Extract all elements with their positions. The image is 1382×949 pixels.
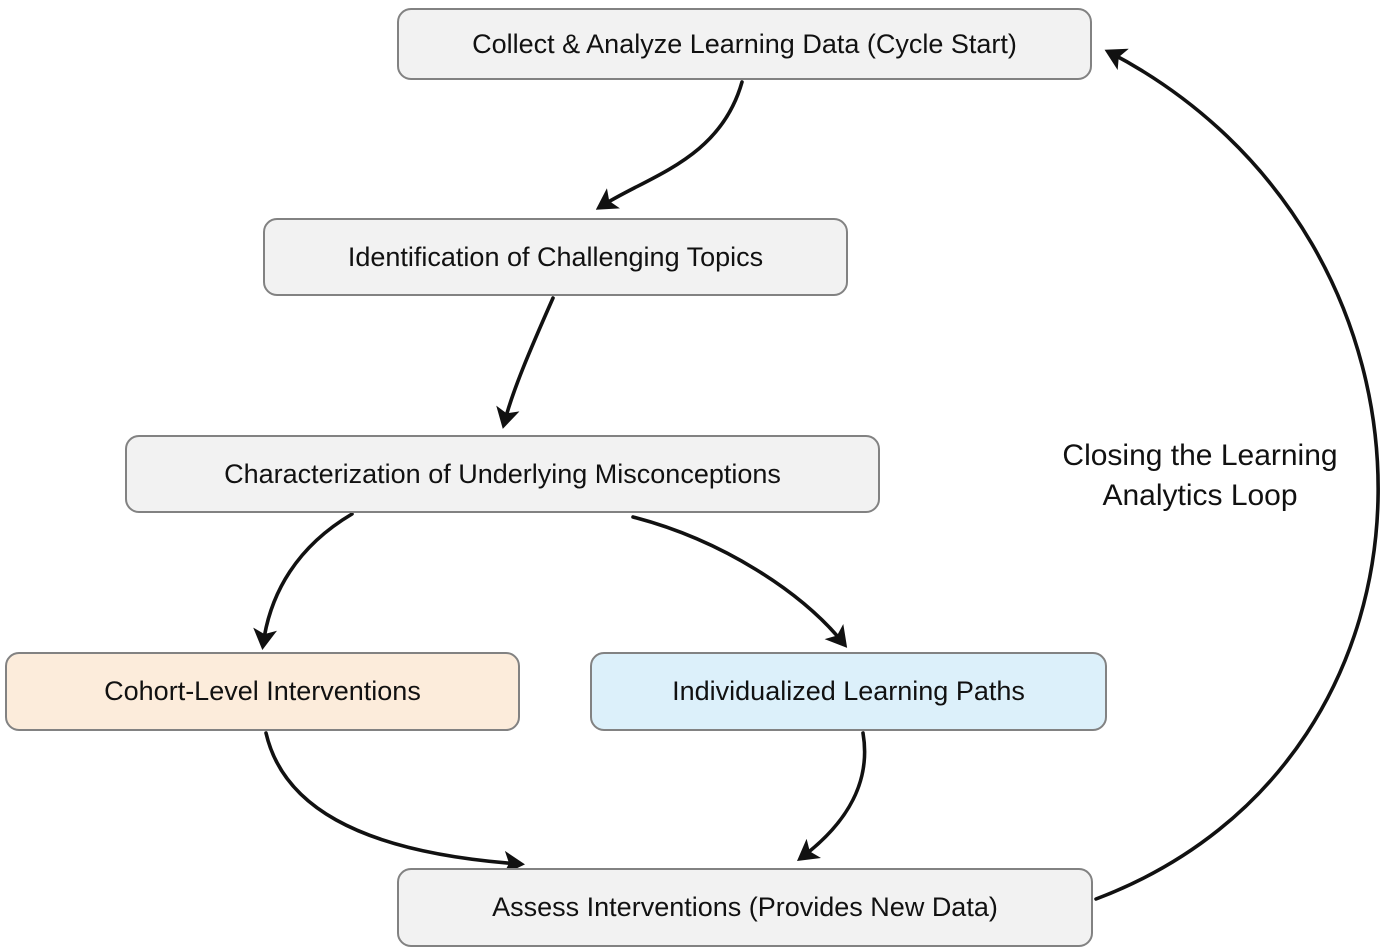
edge-collect-to-identify (595, 80, 744, 210)
edge-assess-to-collect-loop (1094, 48, 1380, 901)
loop-annotation-line2: Analytics Loop (1102, 478, 1298, 512)
edge-individual-to-assess (797, 731, 867, 862)
edge-cohort-to-assess (264, 731, 525, 875)
edge-characterize-to-cohort (253, 512, 354, 650)
edge-identify-to-characterize (496, 296, 555, 429)
node-collect-analyze-learning-data: Collect & Analyze Learning Data (Cycle S… (397, 8, 1092, 80)
node-cohort-level-interventions: Cohort-Level Interventions (5, 652, 520, 731)
loop-annotation-line1: Closing the Learning (1062, 439, 1338, 472)
node-characterization-of-underlying-misconceptions: Characterization of Underlying Misconcep… (125, 435, 880, 513)
edge-characterize-to-individual (631, 515, 848, 648)
node-individualized-learning-paths: Individualized Learning Paths (590, 652, 1107, 731)
node-assess-interventions: Assess Interventions (Provides New Data) (397, 868, 1093, 947)
node-identification-of-challenging-topics: Identification of Challenging Topics (263, 218, 848, 296)
loop-annotation: Closing the Learning Analytics Loop (1030, 436, 1370, 516)
